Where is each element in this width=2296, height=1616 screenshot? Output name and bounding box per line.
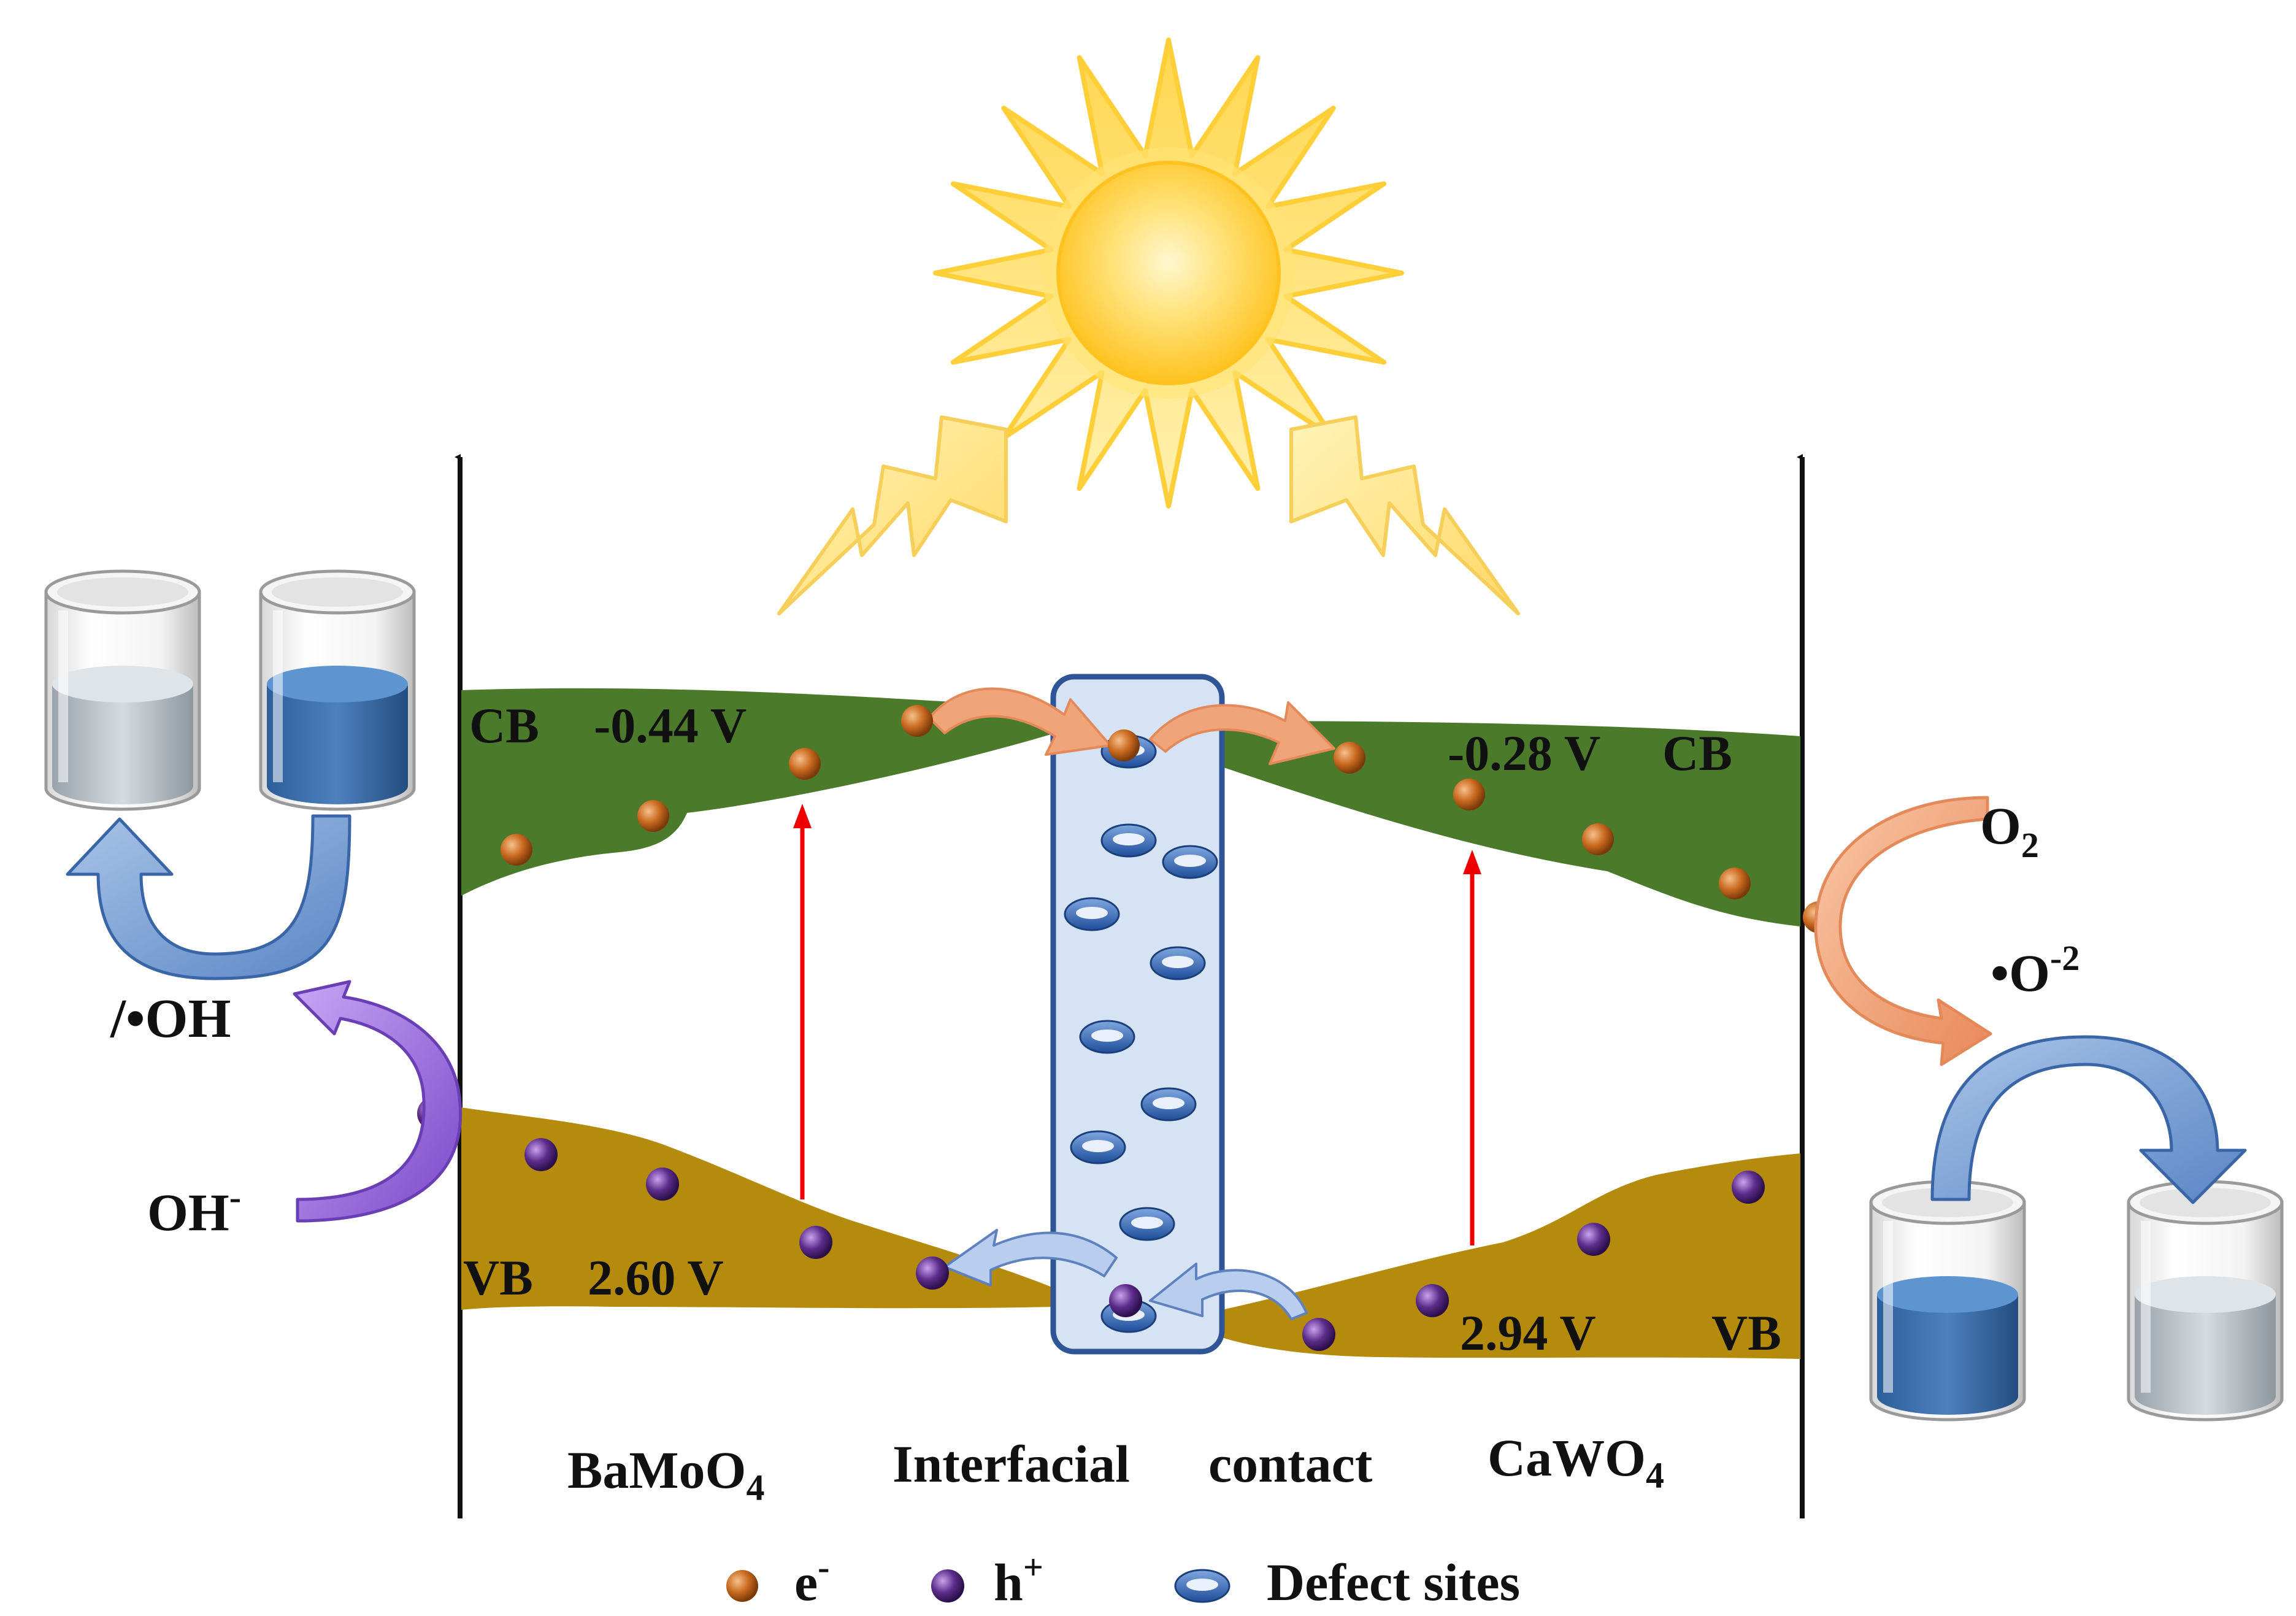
- electrons-group: [501, 705, 1835, 933]
- defect-site-icon: [1140, 1087, 1197, 1122]
- left-degradation-arrow: [66, 814, 351, 980]
- legend-electron-label: e-: [794, 1547, 830, 1612]
- defect-site-icon: [1162, 845, 1218, 879]
- cawo4-vb-potential: 2.94 V: [1460, 1305, 1596, 1361]
- hole-transfer-arrow-left: [943, 1229, 1118, 1287]
- hydroxyl-radical-label: /•OH: [110, 988, 231, 1049]
- cawo4-cb-potential: -0.28 V: [1448, 725, 1600, 781]
- superoxide-formation-arrow: [1814, 796, 1992, 1066]
- legend: e- h+ Defect sites: [726, 1547, 1520, 1612]
- electron-transfer-arrow-right: [1149, 701, 1335, 765]
- electron-icon: [789, 748, 821, 780]
- interfacial-label: Interfacial: [893, 1434, 1130, 1493]
- hole-icon: [916, 1256, 949, 1290]
- legend-hole-dot: [931, 1569, 964, 1603]
- legend-hole-icon: [931, 1569, 964, 1603]
- legend-defect-ellipse: [1174, 1569, 1231, 1603]
- dye-solution-beaker-icon-right: [1869, 1180, 2026, 1422]
- hole-icon: [1577, 1223, 1610, 1256]
- cawo4-valence-band: [1222, 1153, 1800, 1359]
- legend-defect-label: Defect sites: [1267, 1553, 1520, 1612]
- bamoo4-vb-potential: 2.60 V: [588, 1250, 724, 1306]
- bamoo4-conduction-band: [461, 688, 1055, 896]
- bamoo4-vb-label: VB: [463, 1250, 533, 1306]
- holes-group: [417, 1097, 1765, 1351]
- hole-icon: [1732, 1171, 1765, 1204]
- defect-site-icon: [1079, 1020, 1135, 1054]
- dye-solution-beaker-icon: [259, 569, 416, 811]
- defect-site-icon: [1064, 897, 1120, 931]
- defect-site-icon: [1119, 1207, 1175, 1241]
- bamoo4-cb-label: CB: [469, 698, 539, 753]
- cawo4-excitation-arrow: [1463, 850, 1481, 1245]
- legend-electron-icon: [726, 1570, 758, 1602]
- right-degradation-arrow: [1930, 1035, 2247, 1204]
- interfacial-contact-box: [1050, 674, 1225, 1355]
- cawo4-conduction-band: [1222, 721, 1800, 926]
- legend-defect-site-icon: [1174, 1569, 1231, 1603]
- cawo4-vb-label: VB: [1711, 1305, 1781, 1361]
- legend-electron-dot: [726, 1570, 758, 1602]
- left-light-bolt-icon: [777, 415, 1008, 615]
- bamoo4-excitation-arrow: [793, 804, 812, 1199]
- hole-icon: [524, 1138, 558, 1171]
- oxygen-label: O2: [1980, 796, 2039, 865]
- electron-icon: [901, 705, 933, 737]
- bamoo4-material-label: BaMoO4: [567, 1441, 764, 1508]
- hole-icon: [1109, 1284, 1142, 1317]
- electron-transfer-arrow-left: [928, 687, 1112, 756]
- bamoo4-valence-band: [461, 1107, 1055, 1310]
- hole-icon: [1416, 1284, 1449, 1317]
- electron-icon: [1719, 868, 1751, 899]
- electron-icon: [1582, 823, 1614, 855]
- hydroxide-label: OH-: [147, 1177, 241, 1242]
- defect-site-icon: [1070, 1130, 1126, 1164]
- contact-label: contact: [1208, 1434, 1373, 1493]
- treated-solution-beaker-icon-right: [2127, 1180, 2284, 1422]
- hole-icon: [1302, 1318, 1335, 1351]
- defect-site-icon: [1150, 946, 1206, 980]
- treated-solution-beaker-icon: [44, 569, 201, 811]
- hydroxyl-oxidation-arrow: [293, 980, 463, 1223]
- cawo4-cb-label: CB: [1662, 725, 1732, 781]
- hole-icon: [799, 1226, 832, 1259]
- cawo4-material-label: CaWO4: [1488, 1428, 1664, 1496]
- defect-sites-group: [1064, 734, 1218, 1333]
- defect-site-icon: [1100, 823, 1157, 858]
- electron-icon: [501, 834, 532, 866]
- sun-icon: [933, 37, 1404, 509]
- electron-icon: [1453, 779, 1485, 810]
- electron-icon: [637, 800, 669, 832]
- superoxide-radical-label: •O-2: [1991, 938, 2079, 1002]
- bamoo4-cb-potential: -0.44 V: [594, 698, 747, 753]
- electron-icon: [1334, 742, 1365, 774]
- right-light-bolt-icon: [1289, 415, 1520, 615]
- legend-hole-label: h+: [994, 1547, 1043, 1612]
- electron-icon: [1108, 729, 1140, 761]
- hole-icon: [646, 1168, 679, 1201]
- hole-transfer-arrow-right: [1149, 1263, 1308, 1320]
